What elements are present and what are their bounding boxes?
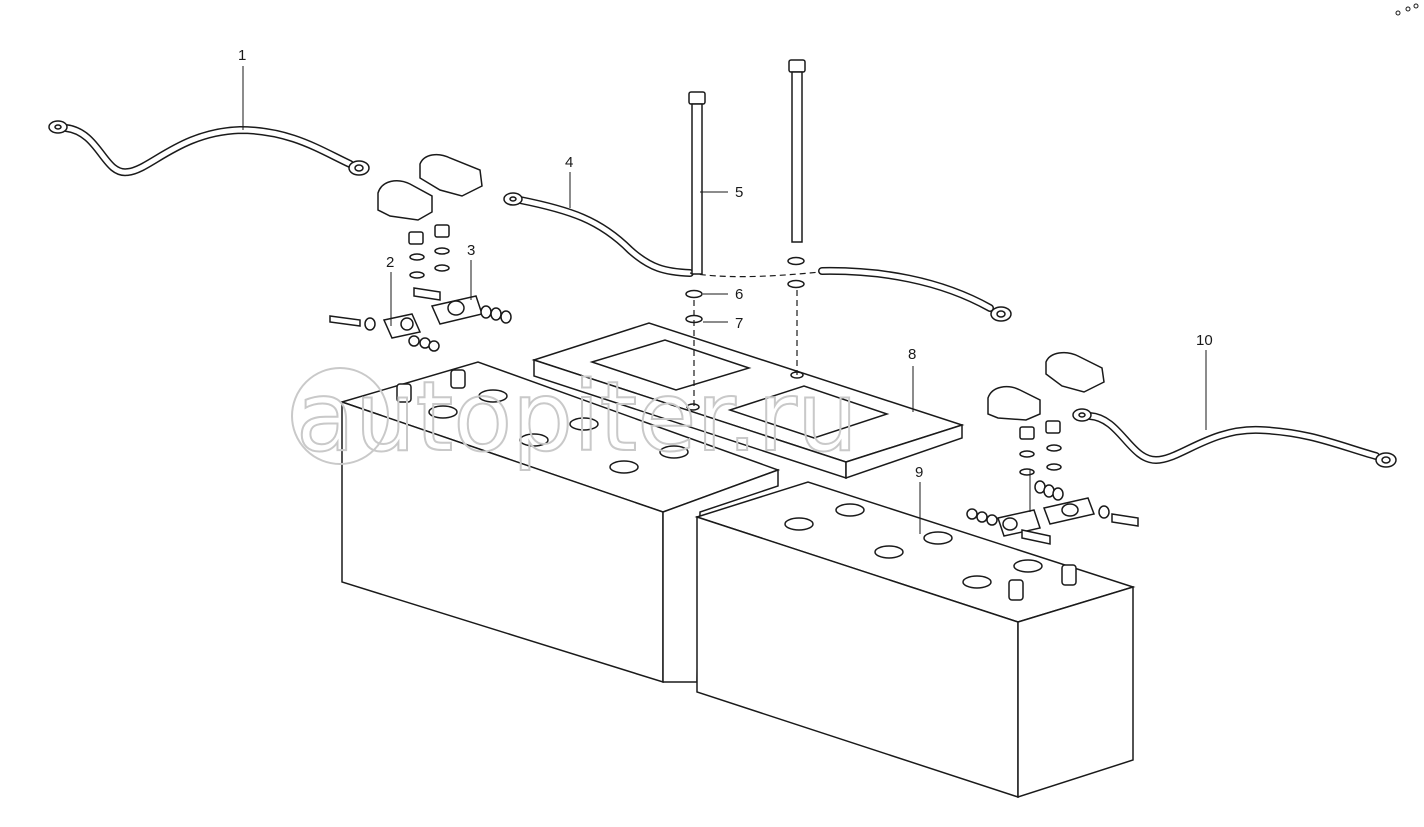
washer-6 — [685, 256, 805, 299]
hold-down-frame-8 — [531, 322, 965, 480]
cable-1 — [48, 120, 370, 177]
terminal-clamp-3 — [413, 287, 512, 325]
callout-5: 5 — [735, 184, 743, 201]
terminal-cover-right — [987, 351, 1105, 421]
watermark: autopiter.ru — [291, 360, 859, 474]
callout-4: 4 — [565, 154, 573, 171]
washer-7 — [685, 279, 805, 324]
terminal-cover-left — [377, 153, 483, 221]
jumper-cable-4 — [503, 192, 1012, 322]
terminal-clamp-right — [966, 420, 1139, 545]
battery-9 — [694, 481, 1136, 799]
terminal-clamp-2 — [329, 224, 450, 352]
leader-lines — [242, 66, 1207, 534]
cable-10 — [1072, 408, 1397, 468]
callouts: 1 2 3 4 5 6 7 8 9 10 — [238, 47, 1213, 481]
callout-1: 1 — [238, 47, 246, 64]
callout-7: 7 — [735, 315, 743, 332]
callout-8: 8 — [908, 346, 916, 363]
callout-2: 2 — [386, 254, 394, 271]
tie-rod-5 — [688, 59, 806, 275]
battery-9-caps — [784, 503, 1077, 601]
callout-3: 3 — [467, 242, 475, 259]
callout-10: 10 — [1196, 332, 1213, 349]
watermark-text: autopiter.ru — [296, 361, 858, 473]
battery-left — [339, 361, 781, 684]
corner-mark — [1395, 3, 1419, 16]
battery-left-caps — [396, 369, 689, 474]
callout-6: 6 — [735, 286, 743, 303]
callout-9: 9 — [915, 464, 923, 481]
